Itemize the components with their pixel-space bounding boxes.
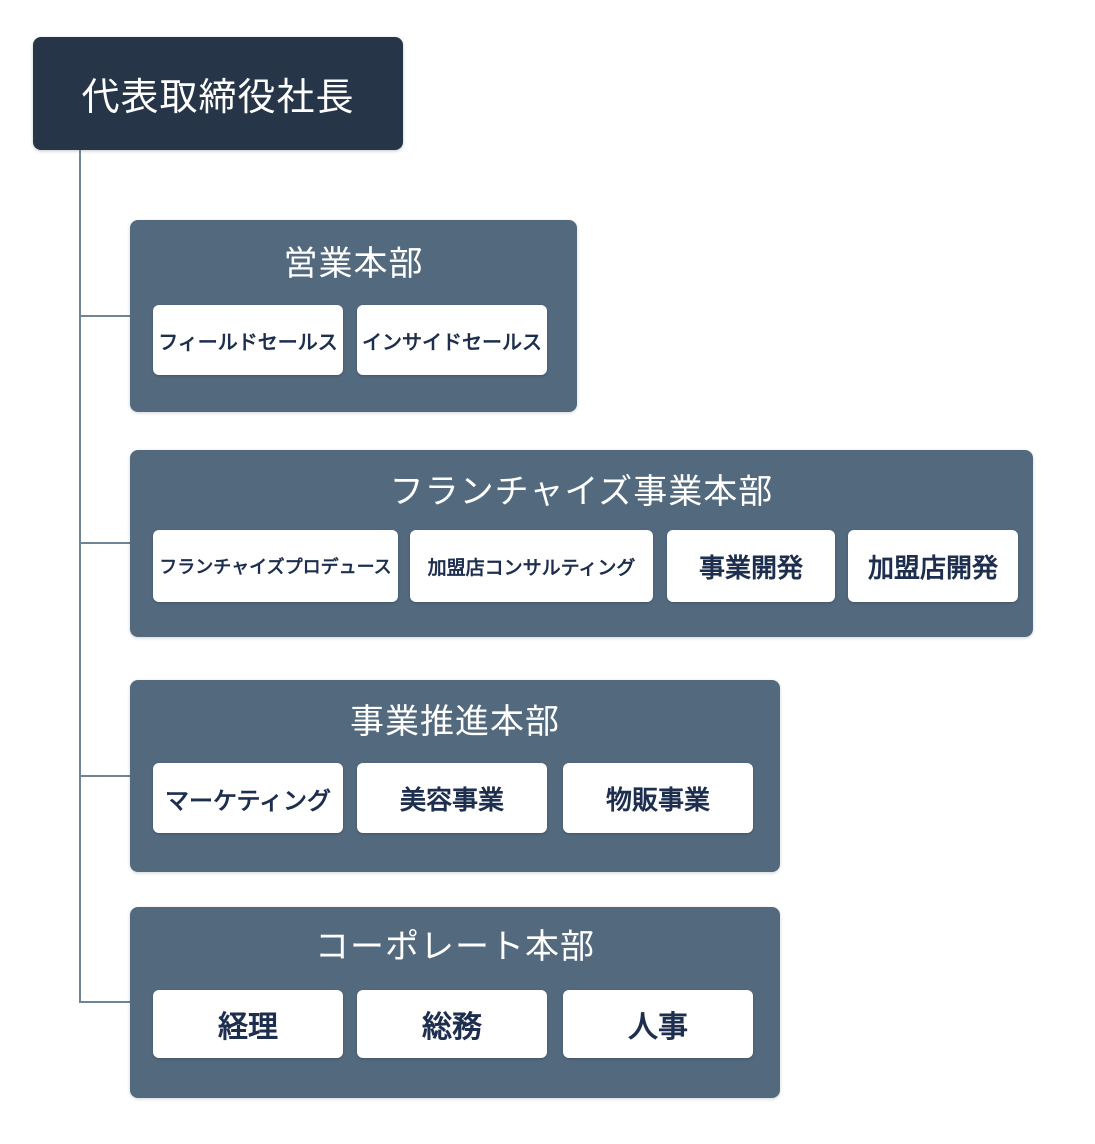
dept-sales-hq-title: 営業本部	[283, 245, 424, 283]
connector-trunk	[79, 150, 81, 1003]
connector-branch-sales	[79, 315, 130, 317]
connector-branch-business-promotion	[79, 775, 130, 777]
dept-business-promotion-hq-title: 事業推進本部	[350, 703, 560, 741]
unit-marketing: マーケティング	[153, 763, 343, 833]
org-node-president: 代表取締役社長	[33, 37, 403, 150]
unit-field-sales: フィールドセールス	[153, 305, 343, 375]
dept-corporate-hq: コーポレート本部 経理 総務 人事	[130, 907, 780, 1098]
connector-branch-franchise	[79, 542, 130, 544]
dept-franchise-hq-title: フランチャイズ事業本部	[389, 473, 774, 511]
unit-member-store-development: 加盟店開発	[848, 530, 1018, 602]
org-node-president-label: 代表取締役社長	[81, 77, 355, 119]
unit-inside-sales: インサイドセールス	[357, 305, 547, 375]
dept-sales-hq: 営業本部 フィールドセールス インサイドセールス	[130, 220, 577, 412]
unit-business-development: 事業開発	[667, 530, 835, 602]
unit-general-affairs: 総務	[357, 990, 547, 1058]
unit-merchandise-business: 物販事業	[563, 763, 753, 833]
dept-corporate-hq-title: コーポレート本部	[315, 928, 595, 966]
connector-branch-corporate	[79, 1001, 130, 1003]
unit-hr: 人事	[563, 990, 753, 1058]
unit-franchise-produce: フランチャイズプロデュース	[153, 530, 398, 602]
dept-business-promotion-hq: 事業推進本部 マーケティング 美容事業 物販事業	[130, 680, 780, 872]
unit-accounting: 経理	[153, 990, 343, 1058]
unit-member-store-consulting: 加盟店コンサルティング	[410, 530, 653, 602]
dept-franchise-hq: フランチャイズ事業本部 フランチャイズプロデュース 加盟店コンサルティング 事業…	[130, 450, 1033, 637]
unit-beauty-business: 美容事業	[357, 763, 547, 833]
